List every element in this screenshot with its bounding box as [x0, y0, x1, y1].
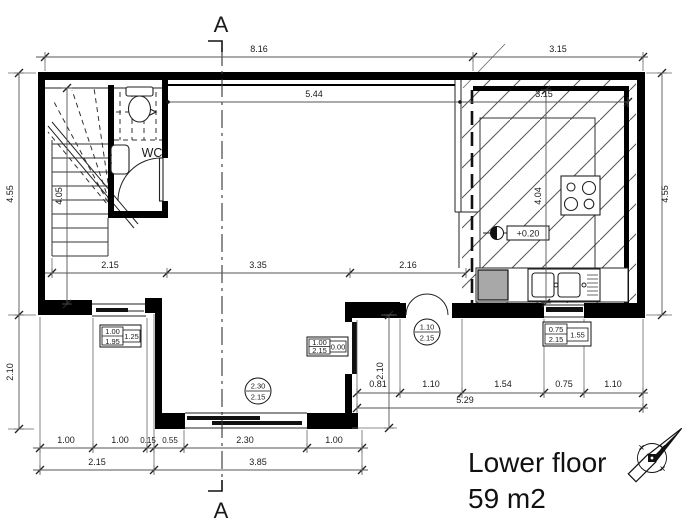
tag-width: 1.00 — [105, 327, 120, 336]
dim-mid-3: 2.16 — [399, 260, 417, 270]
dim-bl-5: 2.30 — [236, 435, 254, 445]
title-line-2: 59 m2 — [468, 483, 546, 514]
door-tag-side: 1.00 2.15 0.00 — [306, 336, 349, 357]
stamp-top: 2.30 — [251, 382, 266, 391]
section-label-top: A — [214, 12, 229, 37]
level-marker: +0.20 — [483, 225, 550, 241]
walls — [38, 72, 645, 429]
kitchen-window — [544, 304, 584, 318]
door-arc-left — [405, 293, 428, 316]
tag-height: 2.15 — [549, 335, 564, 344]
dim-left-2: 2.10 — [5, 363, 15, 381]
dim-br-2: 1.10 — [422, 379, 440, 389]
section-marker-top — [208, 40, 223, 52]
kitchen-area: +0.20 — [454, 43, 636, 310]
dim-mid-1: 2.15 — [101, 260, 119, 270]
dimension-top-row: 8.16 3.15 — [36, 44, 648, 71]
dim-bl-total-1: 2.15 — [88, 457, 106, 467]
window-tag-left-bay: 1.00 1.95 1.25 — [99, 324, 142, 348]
tag-sill: 0.00 — [331, 343, 346, 352]
wc-wall-bottom — [108, 211, 168, 218]
kitchen-lining-right — [624, 86, 629, 303]
dimension-left-column: 4.55 2.10 — [5, 68, 36, 434]
dim-top-2: 3.15 — [549, 44, 567, 54]
dimension-bottom-right: 0.81 1.10 1.54 0.75 1.10 5.29 — [352, 319, 648, 414]
wc-door — [117, 157, 164, 202]
wc-wall-right-lower — [162, 201, 168, 218]
section-line: A A — [208, 12, 229, 523]
dim-bl-6: 1.00 — [325, 435, 343, 445]
toilet-icon — [125, 86, 154, 123]
dim-left-1: 4.55 — [5, 185, 15, 203]
stair-treads — [51, 140, 109, 257]
dim-br-5: 1.10 — [604, 379, 622, 389]
dim-mid-2: 3.35 — [249, 260, 267, 270]
dim-bl-4: 0.55 — [162, 436, 178, 445]
stove-icon — [560, 175, 601, 216]
stamp-bottom: 2.15 — [420, 334, 435, 343]
bay-left-wall — [155, 303, 162, 413]
dimension-mid-row: 2.15 3.35 2.16 — [45, 258, 471, 279]
dim-br-4: 0.75 — [555, 379, 573, 389]
window-stamp-front: 2.30 2.15 — [244, 377, 272, 405]
wc-wall-right-upper — [162, 80, 168, 158]
kitchen-hatched-floor — [462, 80, 636, 303]
dim-door-offset: 2.10 — [375, 362, 385, 380]
wc-door-arc — [117, 157, 162, 202]
double-sink-icon — [527, 268, 601, 302]
dim-bl-total-2: 3.85 — [249, 457, 267, 467]
dim-inner-1: 5.44 — [305, 89, 323, 99]
wc-sink-icon — [109, 144, 130, 175]
dim-kitchen: 4.04 — [533, 187, 543, 205]
dim-bl-1: 1.00 — [57, 435, 75, 445]
wall-left — [38, 72, 45, 315]
section-label-bottom: A — [214, 498, 229, 523]
dim-br-3: 1.54 — [494, 379, 512, 389]
dimension-right-column: 4.55 — [646, 68, 672, 320]
wc-room: WC — [108, 80, 168, 218]
wall-right — [637, 72, 645, 318]
stamp-bottom: 2.15 — [251, 393, 266, 402]
dimension-stair-line: 4.05 — [54, 83, 73, 309]
dimension-kitchen-line: 4.04 — [533, 85, 552, 308]
tag-width: 1.00 — [312, 338, 327, 347]
tag-height: 1.95 — [105, 337, 120, 346]
front-window — [185, 412, 307, 429]
tag-width: 0.75 — [549, 325, 564, 334]
drainer-lines — [587, 274, 598, 296]
dim-top-1: 8.16 — [250, 44, 268, 54]
dimension-inner-row: 5.44 3.15 — [166, 89, 633, 108]
stamp-top: 1.10 — [420, 323, 435, 332]
garden-double-door — [398, 293, 460, 318]
side-door-leaf — [352, 322, 357, 374]
wall-top — [38, 72, 645, 80]
dim-inner-2: 3.15 — [535, 89, 553, 99]
dimension-door-offset: 2.10 — [352, 310, 397, 433]
drawing-title: Lower floor 59 m2 — [468, 447, 607, 514]
dim-br-1: 0.81 — [369, 379, 387, 389]
dim-stair: 4.05 — [54, 187, 64, 205]
level-label: +0.20 — [517, 229, 540, 239]
section-marker-bottom — [208, 480, 223, 492]
north-arrow-icon — [627, 427, 683, 483]
door-arc-right — [426, 293, 449, 316]
kitchen-lining-top — [473, 86, 629, 91]
room-label-wc: WC — [142, 146, 163, 160]
dim-right-1: 4.55 — [660, 185, 670, 203]
tag-sill: 1.25 — [124, 332, 139, 341]
tag-height: 2.15 — [312, 346, 327, 355]
dim-bl-2: 1.00 — [111, 435, 129, 445]
cabinet-icon — [477, 269, 509, 301]
kitchen-counter — [475, 267, 629, 303]
leader-line — [462, 43, 506, 89]
left-bay-window — [92, 303, 146, 317]
dim-br-total: 5.29 — [456, 395, 474, 405]
dim-bl-3: 0.15 — [140, 436, 156, 445]
window-tag-kitchen: 0.75 2.15 1.55 — [542, 321, 592, 347]
door-stamp-garden: 1.10 2.15 — [413, 318, 441, 346]
title-line-1: Lower floor — [468, 447, 607, 478]
dimension-bottom-left: 1.00 1.00 0.15 0.55 2.30 1.00 2.15 3.85 — [33, 314, 368, 476]
tag-sill: 1.55 — [570, 331, 585, 340]
